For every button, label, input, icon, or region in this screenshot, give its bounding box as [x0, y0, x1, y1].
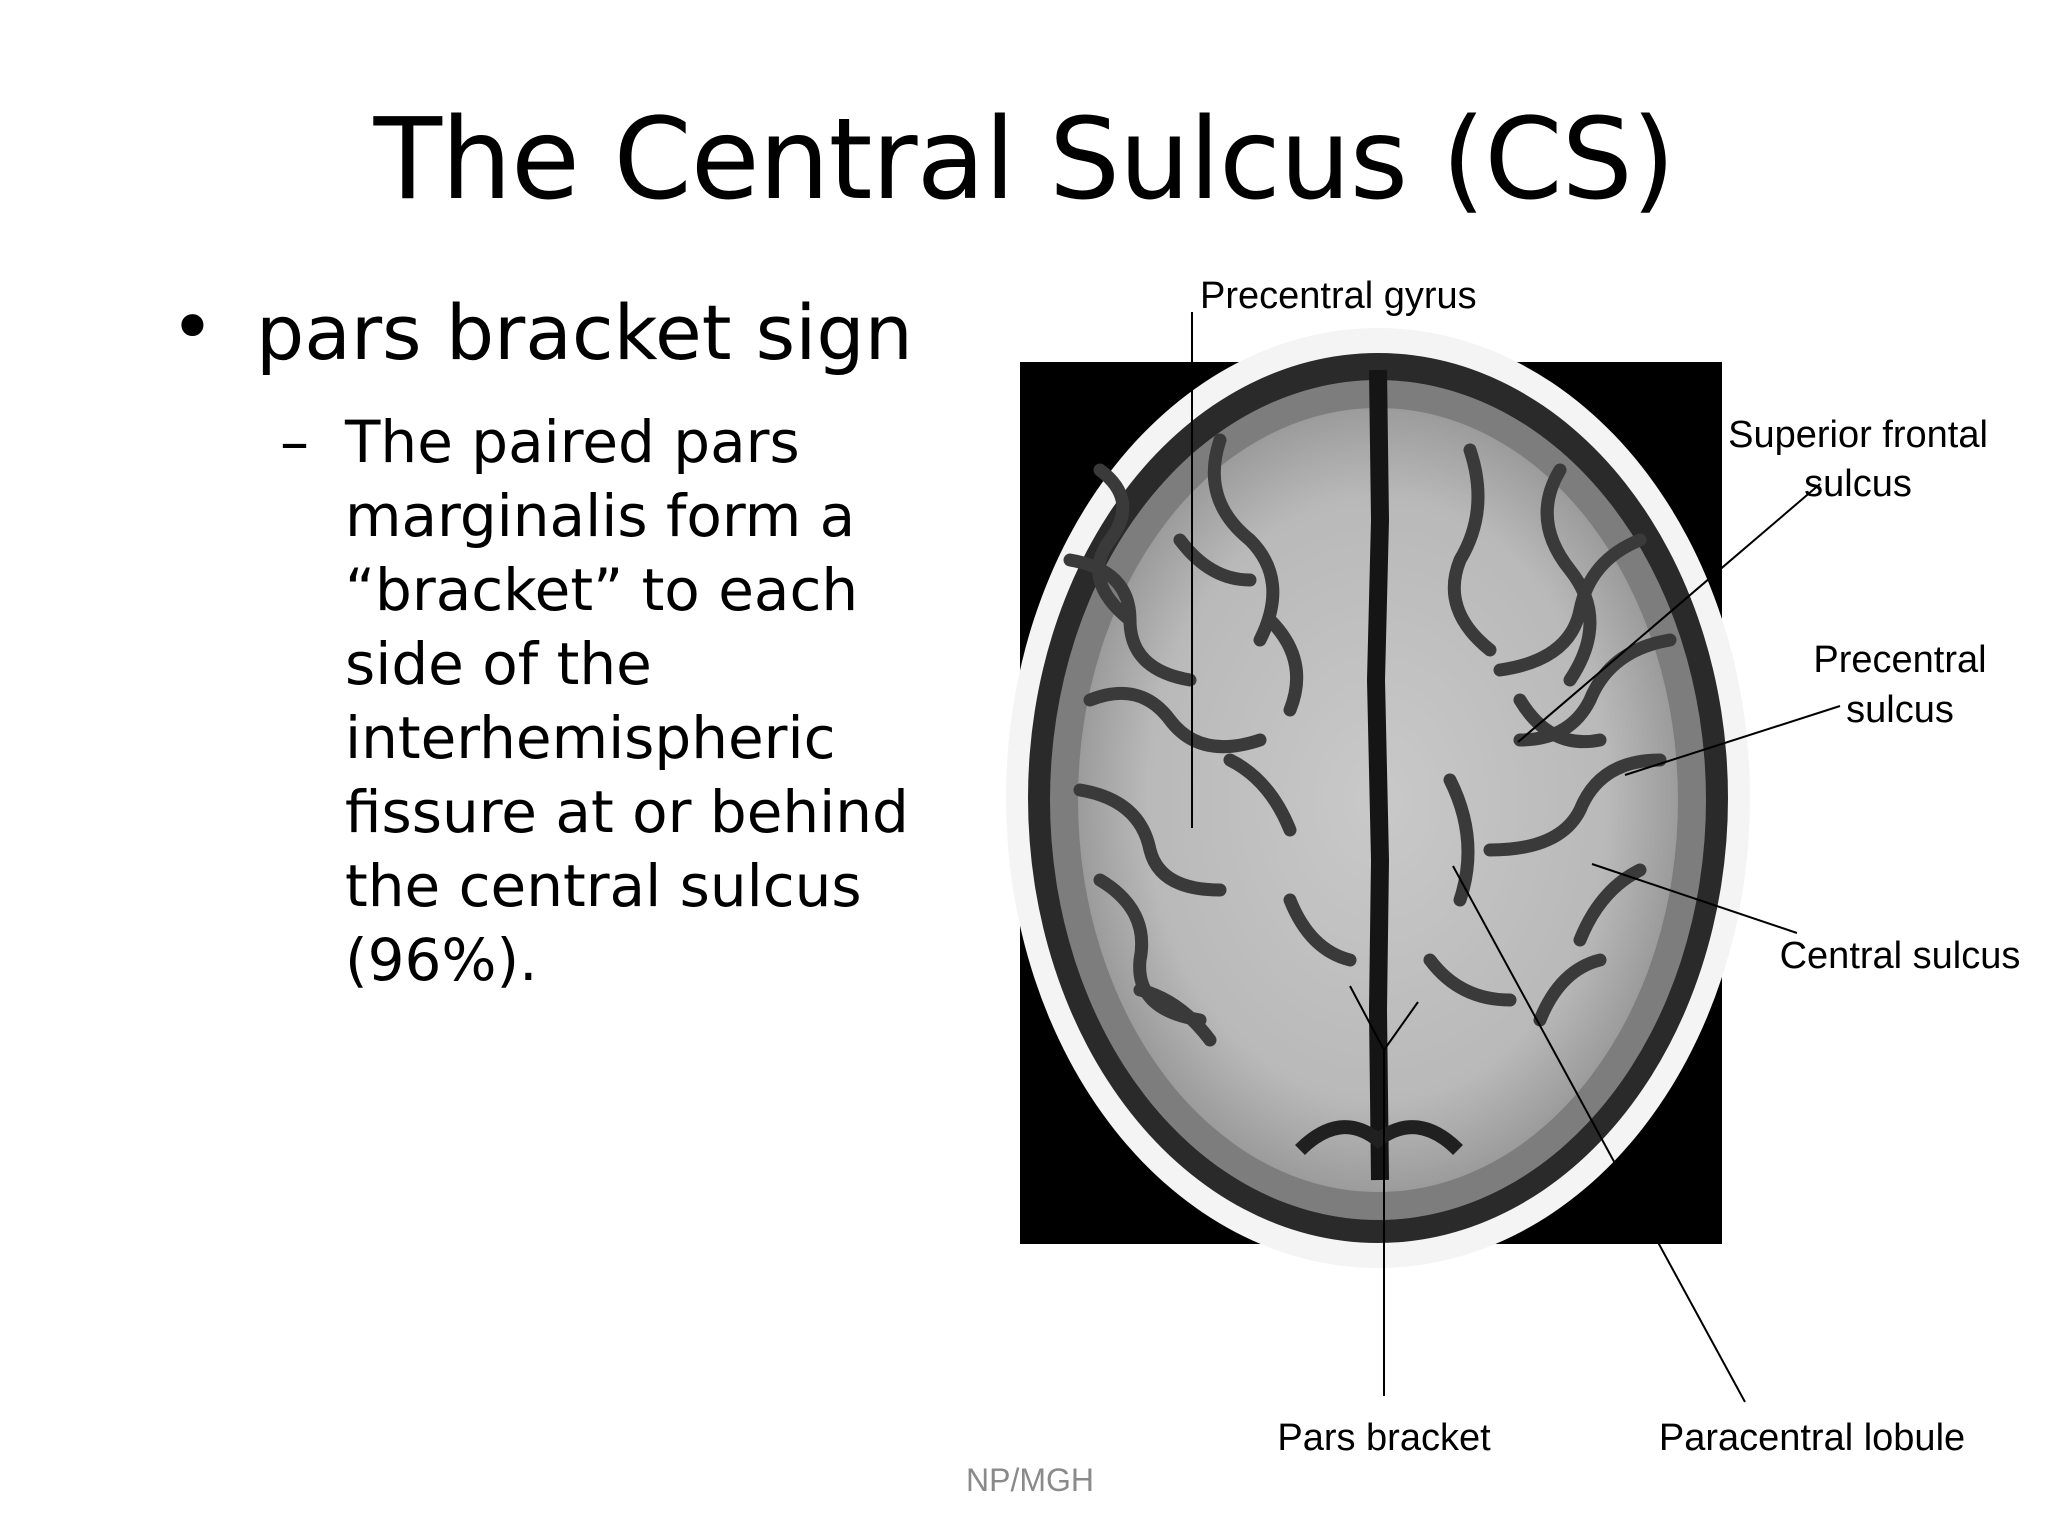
bullet-text: pars bracket sign — [256, 288, 913, 377]
label-superior-frontal-sulcus-line2: sulcus — [1804, 463, 1912, 505]
label-superior-frontal-sulcus: Superior frontal — [1728, 414, 1988, 456]
bullet-dot-icon: • — [170, 282, 215, 371]
label-paracentral-lobule: Paracentral lobule — [1659, 1417, 1965, 1459]
slide-title: The Central Sulcus (CS) — [373, 95, 1676, 225]
label-precentral-sulcus: Precentral — [1813, 639, 1986, 681]
label-precentral-sulcus-line2: sulcus — [1846, 689, 1954, 731]
leader-lines — [1191, 312, 1841, 1403]
sub-bullet-dash-icon: – — [280, 408, 309, 476]
footer-credit: NP/MGH — [966, 1462, 1094, 1498]
label-precentral-gyrus: Precentral gyrus — [1200, 275, 1477, 317]
label-pars-bracket: Pars bracket — [1277, 1417, 1491, 1459]
label-central-sulcus: Central sulcus — [1780, 935, 2021, 977]
sub-bullet-text: The paired pars marginalis form a “brack… — [345, 408, 909, 994]
mri-scan-image — [1006, 328, 1750, 1268]
